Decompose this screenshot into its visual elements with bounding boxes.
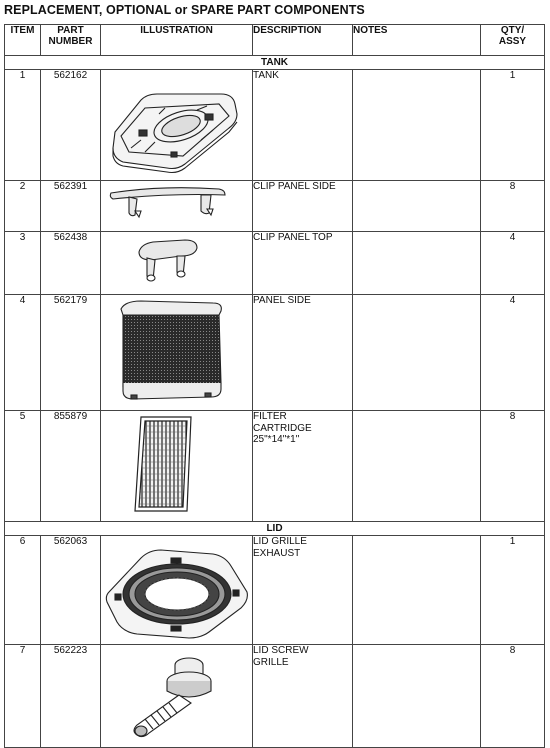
header-item: ITEM: [4, 24, 41, 56]
cell-illustration: [100, 644, 253, 748]
section-label-tank: TANK: [4, 55, 545, 70]
header-qty: QTY/ASSY: [480, 24, 545, 56]
cell-notes: [352, 231, 481, 295]
cell-item: 5: [4, 410, 41, 522]
cell-qty: 4: [480, 231, 545, 295]
page-title: REPLACEMENT, OPTIONAL or SPARE PART COMP…: [4, 3, 365, 17]
cell-qty: 1: [480, 535, 545, 645]
section-row-lid: LID: [4, 521, 545, 536]
filter-cartridge-illustration: [134, 416, 192, 512]
cell-item: 4: [4, 294, 41, 411]
table-row: 5 855879: [4, 410, 545, 522]
table-row: 4 562179: [4, 294, 545, 411]
cell-illustration: [100, 294, 253, 411]
cell-item: 6: [4, 535, 41, 645]
cell-part-number: 562063: [40, 535, 101, 645]
cell-notes: [352, 294, 481, 411]
cell-part-number: 855879: [40, 410, 101, 522]
cell-illustration: [100, 69, 253, 181]
cell-qty: 4: [480, 294, 545, 411]
cell-description: TANK: [252, 69, 353, 181]
cell-item: 1: [4, 69, 41, 181]
cell-part-number: 562438: [40, 231, 101, 295]
cell-qty: 1: [480, 69, 545, 181]
cell-item: 7: [4, 644, 41, 748]
cell-item: 3: [4, 231, 41, 295]
cell-qty: 8: [480, 180, 545, 232]
table-row: 7 562223 LID: [4, 644, 545, 748]
cell-notes: [352, 180, 481, 232]
panel-side-illustration: [120, 300, 222, 400]
cell-description: PANEL SIDE: [252, 294, 353, 411]
tank-illustration: [112, 93, 238, 174]
cell-notes: [352, 410, 481, 522]
header-illustration: ILLUSTRATION: [100, 24, 253, 56]
section-label-lid: LID: [4, 521, 545, 536]
table-row: 3 562438 CLIP PANEL TOP 4: [4, 231, 545, 295]
cell-illustration: [100, 535, 253, 645]
cell-notes: [352, 535, 481, 645]
cell-part-number: 562162: [40, 69, 101, 181]
cell-description: CLIP PANEL TOP: [252, 231, 353, 295]
cell-notes: [352, 69, 481, 181]
clip-panel-top-illustration: [138, 239, 198, 282]
cell-part-number: 562391: [40, 180, 101, 232]
lid-grille-exhaust-illustration: [105, 549, 248, 639]
cell-item: 2: [4, 180, 41, 232]
cell-illustration: [100, 180, 253, 232]
table-row: 1 562162: [4, 69, 545, 181]
header-notes: NOTES: [352, 24, 481, 56]
cell-part-number: 562179: [40, 294, 101, 411]
cell-qty: 8: [480, 410, 545, 522]
lid-screw-grille-illustration: [133, 657, 212, 738]
cell-illustration: [100, 410, 253, 522]
cell-notes: [352, 644, 481, 748]
cell-qty: 8: [480, 644, 545, 748]
cell-illustration: [100, 231, 253, 295]
section-row-tank: TANK: [4, 55, 545, 70]
table-row: 2 562391 CLIP PANEL SIDE 8: [4, 180, 545, 232]
cell-description: CLIP PANEL SIDE: [252, 180, 353, 232]
clip-panel-side-illustration: [109, 187, 226, 219]
header-description: DESCRIPTION: [252, 24, 353, 56]
cell-part-number: 562223: [40, 644, 101, 748]
table-row: 6 562063: [4, 535, 545, 645]
